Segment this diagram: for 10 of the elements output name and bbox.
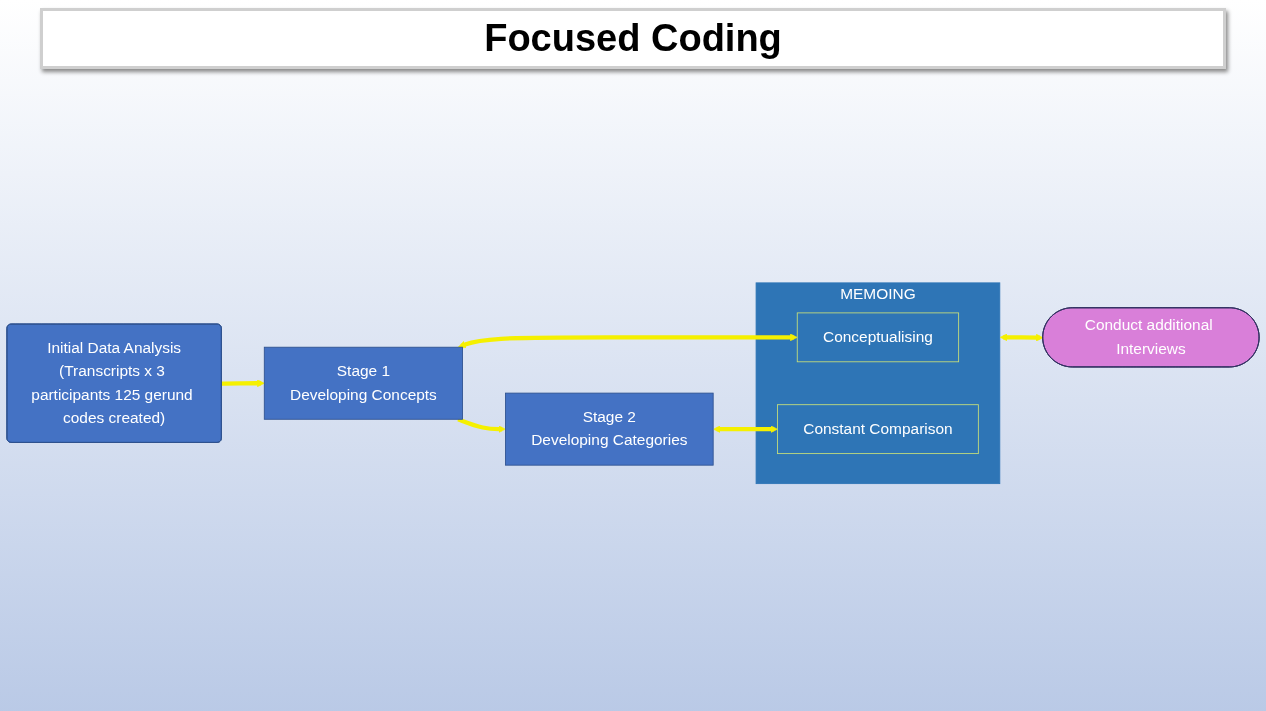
arrow — [457, 417, 506, 433]
node-box: Conceptualising — [796, 312, 960, 362]
node-box: Stage 2 Developing Categories — [505, 392, 714, 466]
title-banner: Focused Coding — [40, 8, 1226, 69]
arrow — [221, 379, 265, 387]
node-box: Stage 1 Developing Concepts — [263, 346, 463, 420]
arrow — [458, 333, 798, 348]
arrow — [999, 333, 1044, 342]
node-box: Constant Comparison — [777, 404, 979, 454]
arrow — [713, 425, 778, 433]
